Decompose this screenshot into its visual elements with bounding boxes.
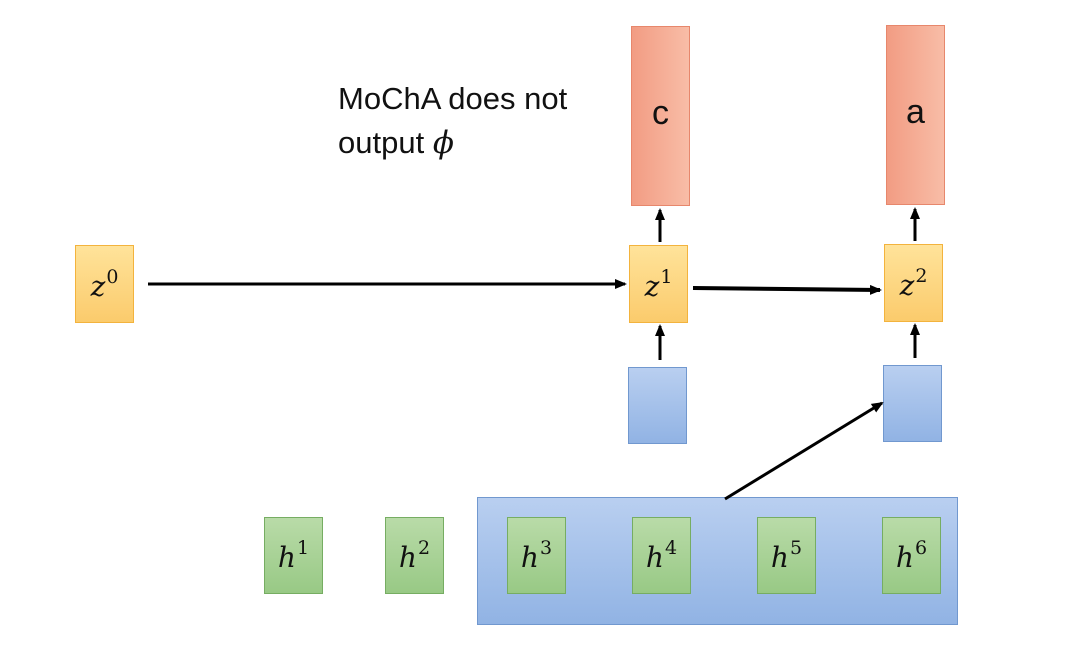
encoder-state-h6: h6 (882, 517, 941, 594)
note-line-2-text: output (338, 125, 433, 160)
decoder-state-z1: z1 (629, 245, 688, 323)
arrow-window-to-context2 (724, 401, 884, 501)
decoder-state-z0: z0 (75, 245, 134, 323)
arrow-z1-to-z2 (692, 284, 882, 295)
encoder-state-h2-label: h2 (399, 539, 430, 572)
note-line-1: MoChA does not (338, 81, 568, 116)
context-vector-2 (883, 365, 942, 442)
h3-sup: 3 (539, 537, 553, 559)
h3-base: h (520, 541, 539, 574)
encoder-state-h4-label: h4 (646, 539, 677, 572)
h6-sup: 6 (914, 537, 928, 559)
h1-sup: 1 (296, 537, 310, 559)
mocha-note: MoChA does not output ϕ (338, 77, 567, 165)
h5-sup: 5 (789, 537, 803, 559)
z1-base: z (644, 269, 660, 303)
encoder-state-h1-label: h1 (278, 539, 309, 572)
encoder-state-h4: h4 (632, 517, 691, 594)
encoder-state-h5: h5 (757, 517, 816, 594)
output-token-c-label: c (652, 93, 669, 132)
decoder-state-z0-label: z0 (90, 265, 119, 303)
encoder-state-h1: h1 (264, 517, 323, 594)
decoder-state-z2: z2 (884, 244, 943, 322)
z2-base: z (899, 268, 915, 302)
z0-base: z (90, 269, 106, 303)
output-token-c: c (631, 26, 690, 206)
decoder-state-z2-label: z2 (899, 264, 928, 302)
phi-symbol: ϕ (432, 125, 454, 161)
decoder-state-z1-label: z1 (644, 265, 673, 303)
h4-base: h (645, 541, 664, 574)
z1-sup: 1 (660, 265, 673, 288)
h4-sup: 4 (664, 537, 678, 559)
output-token-a: a (886, 25, 945, 205)
encoder-state-h3: h3 (507, 517, 566, 594)
h2-base: h (398, 541, 417, 574)
h1-base: h (277, 541, 296, 574)
output-token-a-label: a (906, 92, 925, 131)
context-vector-1 (628, 367, 687, 444)
h2-sup: 2 (417, 537, 431, 559)
h6-base: h (895, 541, 914, 574)
note-line-2: output ϕ (338, 121, 567, 165)
encoder-state-h5-label: h5 (771, 539, 802, 572)
encoder-state-h2: h2 (385, 517, 444, 594)
h5-base: h (770, 541, 789, 574)
encoder-state-h6-label: h6 (896, 539, 927, 572)
encoder-state-h3-label: h3 (521, 539, 552, 572)
z0-sup: 0 (106, 265, 119, 288)
z2-sup: 2 (915, 264, 928, 287)
